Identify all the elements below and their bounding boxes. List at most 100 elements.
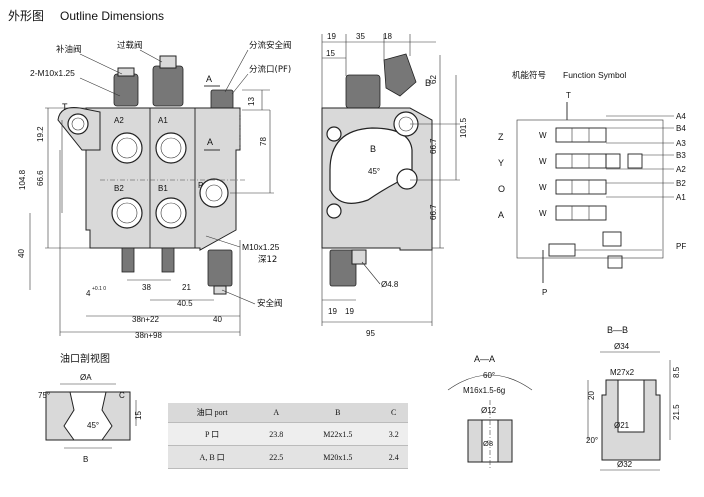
label-phi-8: Ø8 [483, 439, 493, 448]
label-section-a-top: A [206, 74, 212, 84]
side-passage [329, 127, 413, 204]
table-row: P 口 23.8 M22x1.5 3.2 [168, 422, 408, 446]
replenish-valve-top [117, 67, 135, 77]
overload-valve-top [159, 55, 177, 69]
symbol-label-pf: PF [676, 242, 686, 251]
port-section-title: 油口剖视图 [60, 352, 110, 365]
symbol-diverter [607, 255, 623, 269]
dim-66-7-top: 66.7 [429, 138, 438, 154]
side-bolt-2 [326, 203, 342, 219]
port-a1 [155, 132, 187, 164]
port-section-bore [63, 391, 113, 441]
title-en: Outline Dimensions [60, 9, 164, 23]
spring-w-a: W [539, 209, 547, 218]
diverter-valve-cap [210, 89, 234, 111]
dim-66-7-bottom: 66.7 [429, 204, 438, 220]
dim-101-5: 101.5 [459, 117, 468, 138]
port-b2 [111, 197, 143, 229]
dim-40-bottom: 40 [213, 315, 222, 324]
table-header-b: B [296, 403, 380, 423]
label-overload-valve: 过载阀 [117, 40, 143, 51]
section-bb-bore [617, 379, 645, 433]
label-45-deg-side: 45° [368, 167, 380, 176]
table-header-row: 油口 port A B C [168, 403, 408, 423]
safety-valve [207, 249, 233, 287]
label-b1: B1 [158, 184, 168, 193]
label-t-port: T [62, 102, 68, 112]
label-21-5: 21.5 [672, 404, 681, 420]
label-p-port: P [198, 181, 203, 190]
dim-40-left: 40 [17, 249, 26, 258]
spool-row-y [555, 153, 643, 169]
label-b-width: B [83, 455, 88, 464]
label-phi-32: Ø32 [617, 460, 633, 469]
port-label-a1: A1 [676, 193, 686, 202]
port-label-a3: A3 [676, 139, 686, 148]
label-m27-thread: M27x2 [610, 368, 635, 377]
label-section-a-mid: A [207, 137, 213, 147]
dim-19-2: 19.2 [36, 126, 45, 142]
label-15: 15 [134, 411, 143, 420]
spring-w-o: W [539, 183, 547, 192]
dim-62: 62 [429, 75, 438, 84]
label-60-deg: 60° [483, 371, 495, 380]
side-bolt-1 [326, 126, 342, 142]
table-header-a: A [256, 403, 297, 423]
label-phi-12: Ø12 [481, 406, 497, 415]
table-cell-a: 23.8 [256, 422, 297, 446]
port-p [199, 178, 229, 208]
dim-38: 38 [142, 283, 151, 292]
label-section-b-top: B [425, 78, 431, 88]
dim-35: 35 [356, 32, 365, 41]
table-row: A, B 口 22.5 M20x1.5 2.4 [168, 445, 408, 469]
replenish-valve-cap [113, 73, 139, 107]
port-label-b3: B3 [676, 151, 686, 160]
label-8-5: 8.5 [672, 366, 681, 378]
section-b-b: B—B Ø34 M27x2 8.5 20 21.5 Ø21 20° Ø32 [586, 325, 681, 471]
overload-valve-cap [152, 65, 184, 107]
port-label-a2: A2 [676, 165, 686, 174]
spool-handle-1 [121, 247, 135, 273]
dim-21: 21 [182, 283, 191, 292]
label-m10-thread: M10x1.25 [242, 242, 280, 252]
symbol-label-t: T [566, 91, 571, 100]
side-valve-cap [345, 74, 381, 109]
side-port-mid [396, 168, 418, 190]
table-cell-b: M22x1.5 [296, 422, 380, 446]
label-phi-4-8: Ø4.8 [381, 280, 399, 289]
label-20: 20 [587, 391, 596, 400]
symbol-throttle [548, 243, 576, 257]
section-a-a: A—A 60° M16x1.5-6g Ø12 Ø8 [447, 354, 533, 470]
label-replenish-valve: 补油阀 [56, 44, 82, 55]
dim-19-bottom-1: 19 [328, 307, 337, 316]
label-phi-34: Ø34 [614, 342, 630, 351]
port-label-b4: B4 [676, 124, 686, 133]
table-cell-a: 22.5 [256, 445, 297, 469]
label-section-b-mid: B [370, 144, 376, 154]
dim-66-6: 66.6 [36, 170, 45, 186]
dim-13: 13 [247, 97, 256, 106]
label-a1: A1 [158, 116, 168, 125]
dim-4: 4 [86, 289, 91, 298]
dim-95: 95 [366, 329, 375, 338]
label-depth-12: 深12 [258, 255, 277, 265]
side-handle [329, 249, 357, 287]
front-view: 补油阀 过载阀 2-M10x1.25 T A2 A1 B2 B1 P A A 分… [17, 40, 292, 340]
table-cell-c: 3.2 [379, 422, 408, 446]
table-cell-port: A, B 口 [168, 445, 257, 469]
label-45-deg-port: 45° [87, 421, 99, 430]
spool-row-z [555, 127, 607, 143]
label-b2: B2 [114, 184, 124, 193]
spool-handle-2 [161, 247, 175, 273]
spool-row-o [555, 179, 607, 195]
function-label-z: Z [498, 132, 504, 142]
dim-38n-98: 38n+98 [135, 331, 162, 340]
label-c: C [119, 391, 125, 400]
label-a2: A2 [114, 116, 124, 125]
label-20-deg: 20° [586, 436, 598, 445]
label-phi-21: Ø21 [614, 421, 630, 430]
function-symbol-title-en: Function Symbol [563, 70, 626, 80]
port-b1 [155, 197, 187, 229]
dim-19-top: 19 [327, 32, 336, 41]
